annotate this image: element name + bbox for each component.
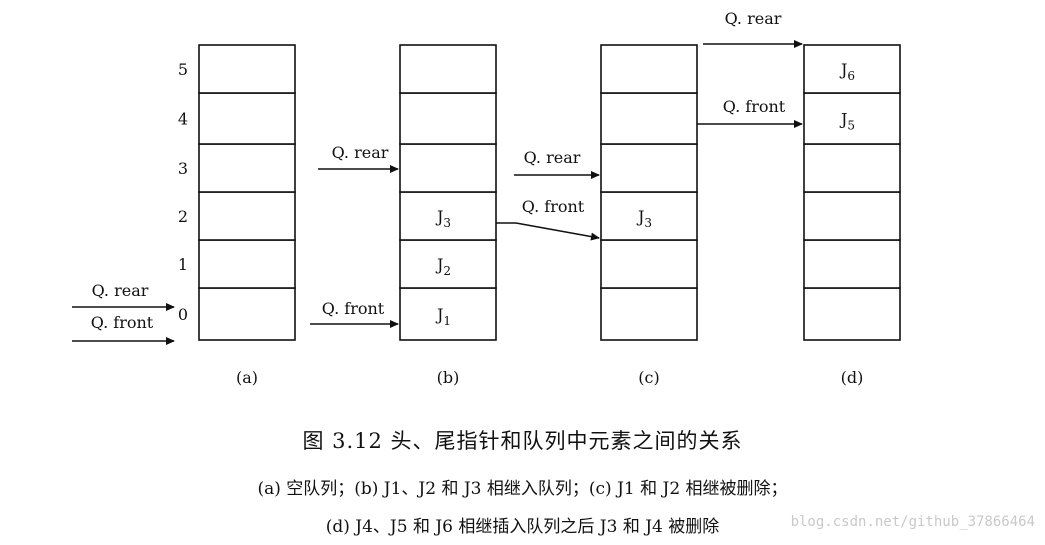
queue-cell xyxy=(198,239,296,289)
queue-cell xyxy=(198,191,296,241)
row-index-label: 2 xyxy=(178,207,188,226)
row-index-label: 1 xyxy=(178,255,188,274)
row-index-label: 4 xyxy=(178,110,188,129)
queue-cell xyxy=(803,143,901,193)
panel-caption: (c) xyxy=(638,368,659,387)
queue-cell xyxy=(803,239,901,289)
queue-cell xyxy=(399,239,497,289)
queue-element: J5 xyxy=(839,110,855,133)
queue-cell xyxy=(600,239,698,289)
queue-cell xyxy=(399,143,497,193)
rear-pointer-label: Q. rear xyxy=(725,9,782,28)
queue-cell xyxy=(803,287,901,341)
queue-cell xyxy=(198,92,296,145)
queue-element: J3 xyxy=(636,207,652,230)
row-index-label: 5 xyxy=(178,60,188,79)
queue-cell xyxy=(198,143,296,193)
queue-element: J3 xyxy=(435,207,451,230)
queue-cell xyxy=(399,44,497,94)
rear-pointer-label: Q. rear xyxy=(332,143,389,162)
queue-cell xyxy=(600,143,698,193)
queue-cell xyxy=(803,44,901,94)
panel-caption: (a) xyxy=(236,368,258,387)
queue-panel-d: J5 J6 (d) Q. rear Q. front xyxy=(697,9,901,387)
queue-element: J1 xyxy=(435,305,451,328)
panel-caption: (d) xyxy=(841,368,864,387)
queue-cell xyxy=(600,191,698,241)
rear-pointer-label: Q. rear xyxy=(92,281,149,300)
front-pointer-label: Q. front xyxy=(91,313,154,332)
queue-cell xyxy=(803,191,901,241)
front-pointer-arrow xyxy=(515,222,600,241)
queue-cell xyxy=(399,92,497,145)
queue-panel-c: J3 (c) Q. rear Q. front xyxy=(496,44,698,387)
queue-cell xyxy=(198,44,296,94)
rear-pointer-label: Q. rear xyxy=(524,148,581,167)
row-index-label: 3 xyxy=(178,159,188,178)
front-pointer-label: Q. front xyxy=(322,299,385,318)
queue-panel-b: J1 J2 J3 (b) Q. rear Q. front xyxy=(310,44,497,387)
queue-cell xyxy=(600,44,698,94)
front-pointer-label: Q. front xyxy=(723,97,786,116)
row-index-label: 0 xyxy=(178,305,188,324)
queue-cell xyxy=(803,92,901,145)
queue-cell xyxy=(198,287,296,341)
watermark: blog.csdn.net/github_37866464 xyxy=(790,514,1035,530)
panel-caption: (b) xyxy=(437,368,460,387)
queue-panel-a: (a) Q. rear Q. front xyxy=(72,44,296,387)
queue-element: J2 xyxy=(435,255,451,278)
queue-cell xyxy=(600,92,698,145)
figure-caption-line-1: (a) 空队列；(b) J1、J2 和 J3 相继入队列；(c) J1 和 J2… xyxy=(257,479,788,499)
queue-cell xyxy=(600,287,698,341)
queue-element: J6 xyxy=(839,60,855,83)
front-pointer-label: Q. front xyxy=(522,197,585,216)
queue-cell xyxy=(399,287,497,341)
figure-caption-line-2: (d) J4、J5 和 J6 相继插入队列之后 J3 和 J4 被删除 xyxy=(325,517,720,537)
figure-title: 图 3.12 头、尾指针和队列中元素之间的关系 xyxy=(302,429,743,453)
